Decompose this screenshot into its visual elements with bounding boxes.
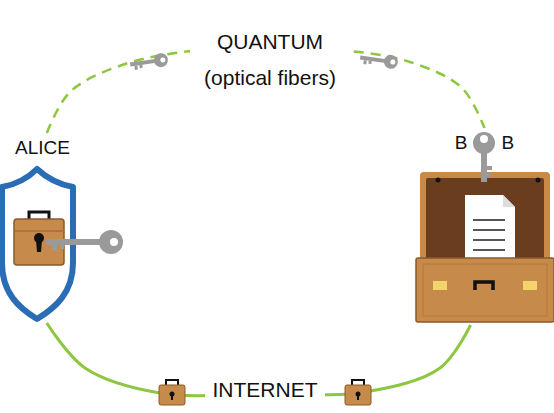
party-name: B [502, 132, 515, 154]
internet-briefcase [159, 380, 185, 405]
channel-label: INTERNET [205, 378, 325, 402]
quantum-key [129, 52, 169, 71]
alice-key [46, 230, 123, 254]
alice-node: ALICE [0, 133, 85, 323]
party-name: B [455, 132, 468, 154]
internet-briefcase [345, 380, 371, 405]
quantum-key [359, 51, 399, 70]
alice-locked-briefcase [14, 212, 64, 265]
bob-key [473, 132, 495, 182]
bob-open-briefcase [416, 172, 554, 322]
party-name: ALICE [15, 137, 70, 159]
channel-label: QUANTUM (optical fibers) [190, 24, 350, 96]
bob-node: BB [415, 128, 554, 325]
